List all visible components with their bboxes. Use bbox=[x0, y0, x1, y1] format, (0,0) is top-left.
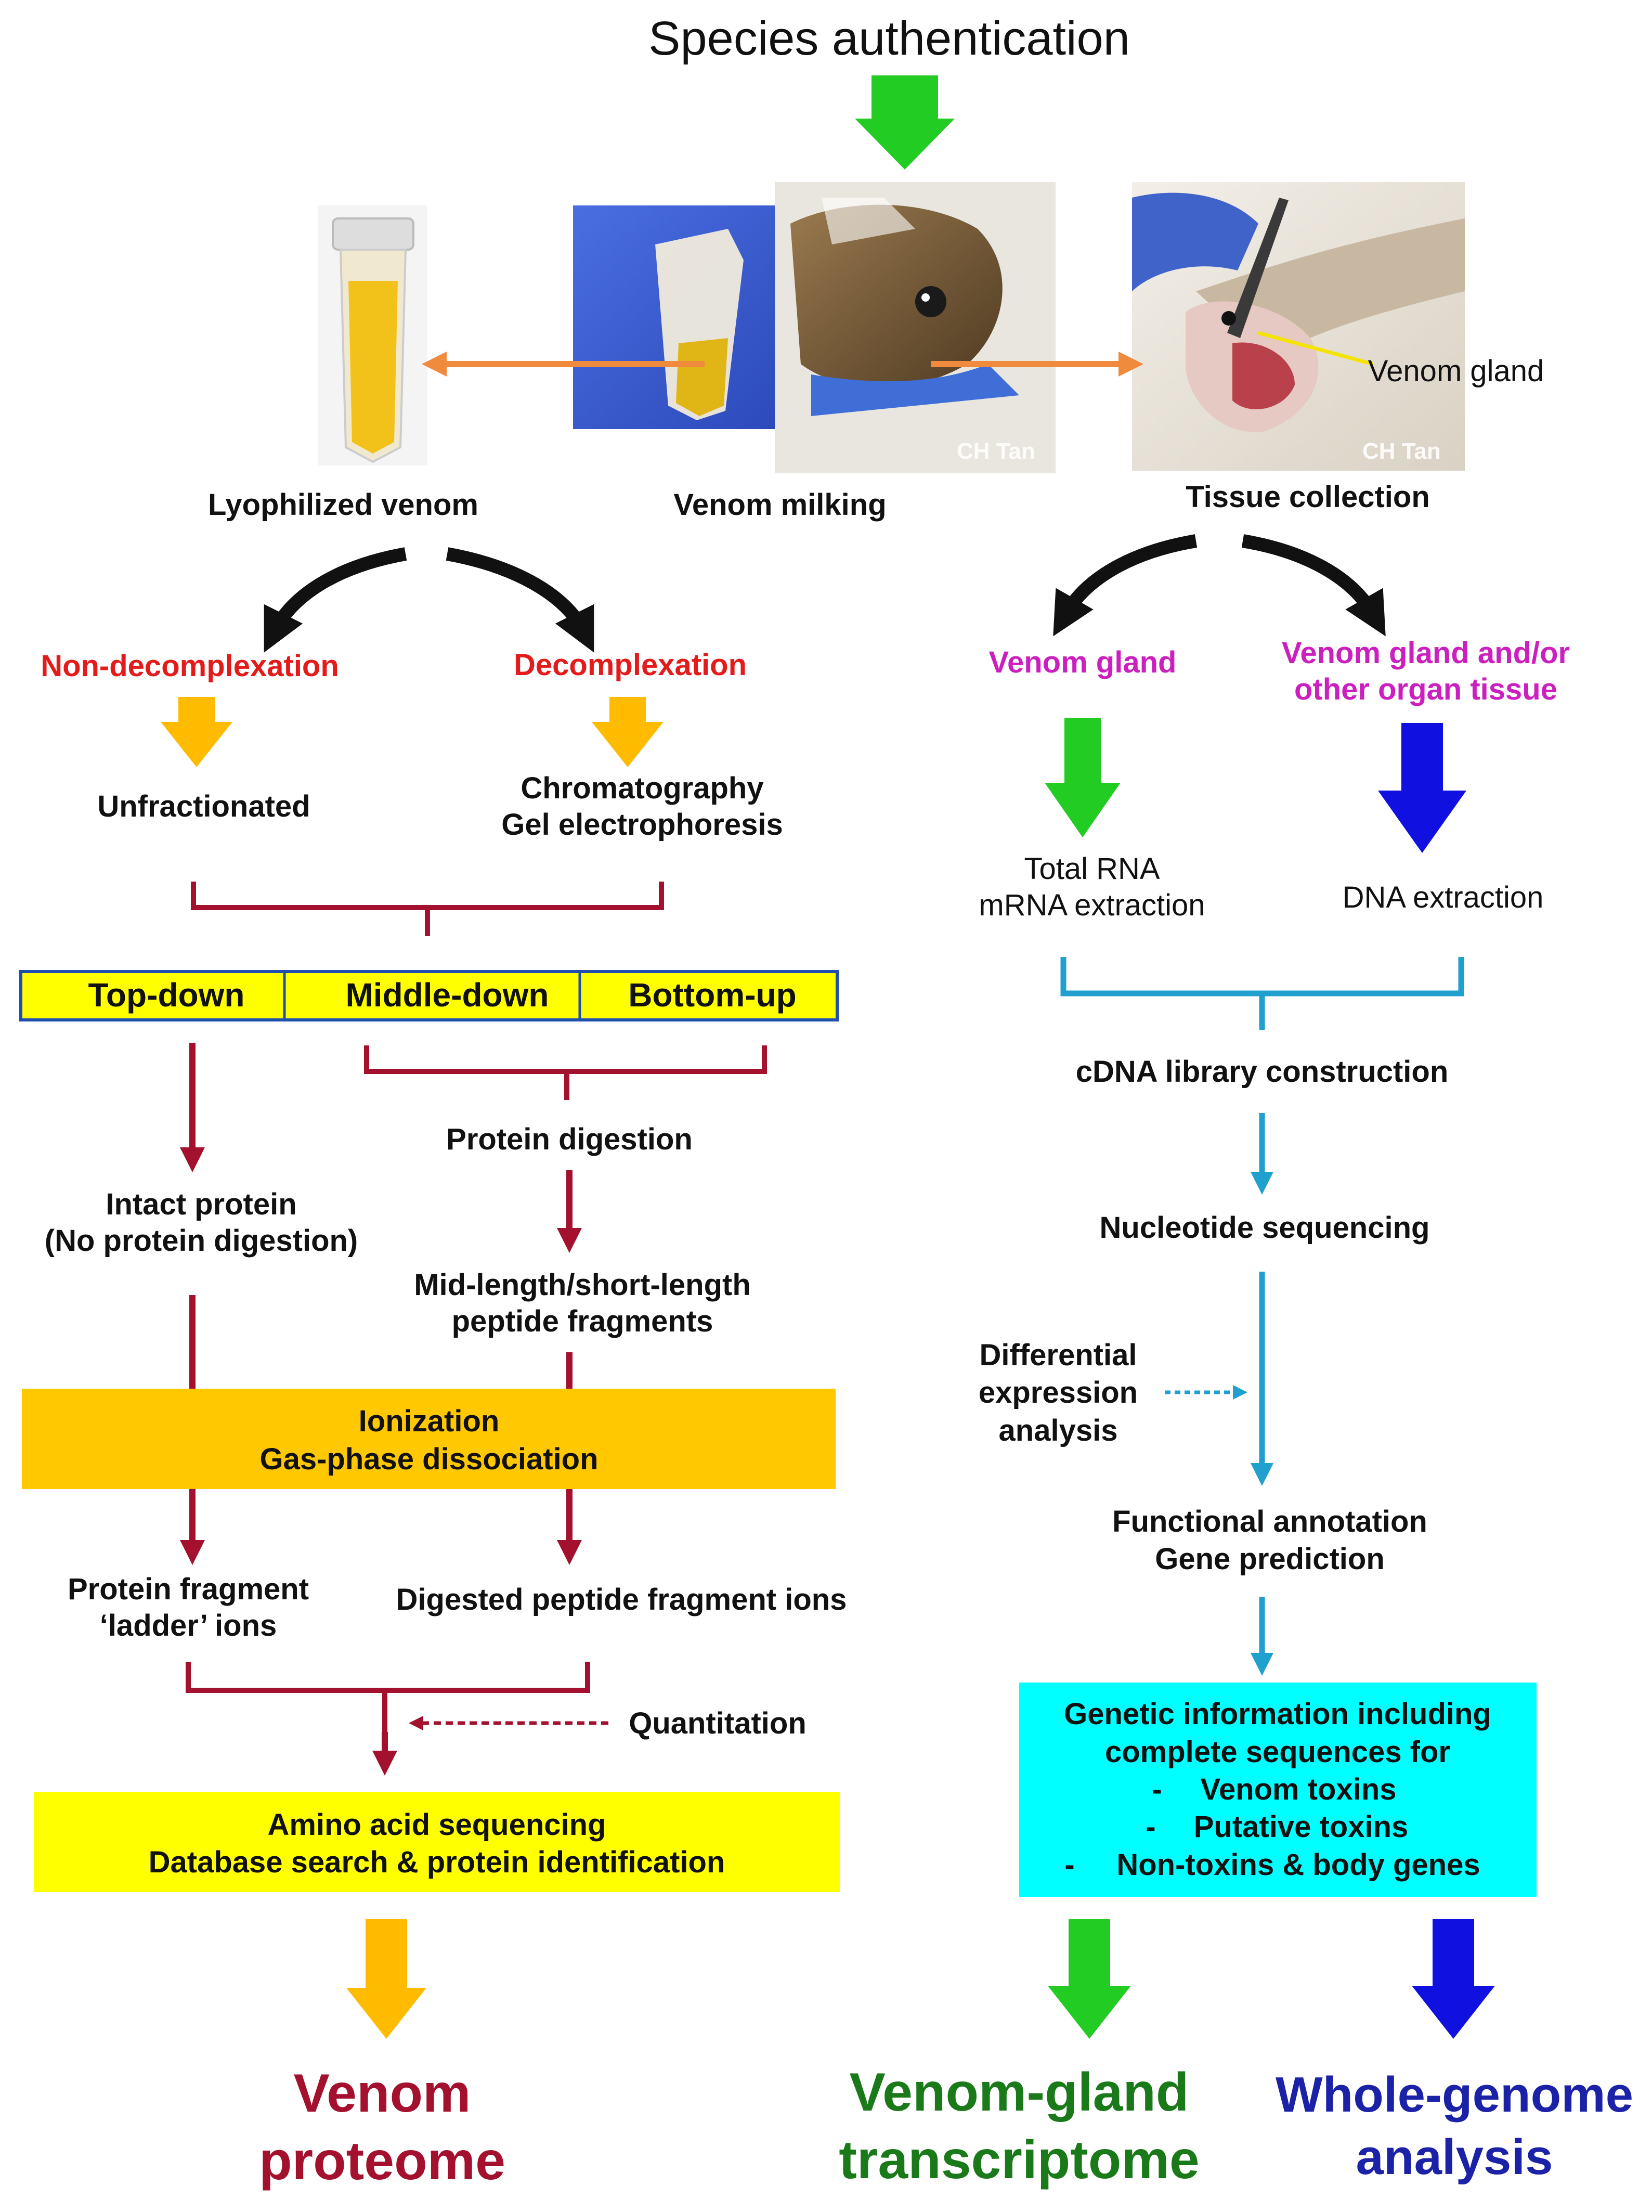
curved-arrow-venom-gland bbox=[1053, 534, 1198, 637]
green-arrow-transcriptome bbox=[1048, 1919, 1131, 2039]
no-digestion-label: (No protein digestion) bbox=[45, 1224, 358, 1258]
ionization-label: Ionization bbox=[359, 1404, 500, 1438]
genetic-info-line2: complete sequences for bbox=[1105, 1735, 1450, 1769]
protein-digestion-label: Protein digestion bbox=[446, 1122, 693, 1156]
genetic-item-bullet-1: - bbox=[1152, 1773, 1162, 1806]
watermark-dissection: CH Tan bbox=[1362, 438, 1441, 464]
functional-annotation-label: Functional annotation bbox=[1112, 1505, 1427, 1538]
ladder-ions-line2: ‘ladder’ ions bbox=[100, 1609, 277, 1642]
unfractionated-label: Unfractionated bbox=[97, 790, 310, 823]
venom-gland-pointer bbox=[1258, 331, 1373, 366]
ladder-ions-line1: Protein fragment bbox=[68, 1572, 309, 1606]
lyophilized-venom-caption: Lyophilized venom bbox=[208, 488, 478, 522]
genetic-info-line1: Genetic information including bbox=[1064, 1697, 1491, 1731]
yellow-arrow-proteome bbox=[346, 1919, 426, 2039]
venom-milking-caption: Venom milking bbox=[673, 488, 886, 522]
genetic-item-bullet-3: - bbox=[1064, 1848, 1074, 1882]
yellow-arrow-chromatography bbox=[592, 697, 664, 767]
amino-acid-box: Amino acid sequencing Database search & … bbox=[34, 1792, 840, 1892]
brace-merge-extractions bbox=[1060, 957, 1464, 1030]
differential-line3: analysis bbox=[999, 1414, 1118, 1447]
cdna-library-label: cDNA library construction bbox=[1076, 1055, 1449, 1089]
blue-arrow-genome bbox=[1412, 1919, 1495, 2039]
curved-arrow-non-decomplexation bbox=[264, 547, 407, 653]
gel-electrophoresis-label: Gel electrophoresis bbox=[501, 808, 783, 842]
approach-top-down: Top-down bbox=[88, 976, 245, 1014]
differential-line1: Differential bbox=[980, 1338, 1137, 1372]
tissue-collection-caption: Tissue collection bbox=[1186, 480, 1430, 514]
decomplexation-label: Decomplexation bbox=[514, 648, 747, 682]
nucleotide-sequencing-label: Nucleotide sequencing bbox=[1100, 1211, 1430, 1245]
quantitation-label: Quantitation bbox=[629, 1706, 807, 1740]
blue-arrow-dna bbox=[1378, 723, 1466, 853]
gland-or-tissue-line2: other organ tissue bbox=[1294, 672, 1557, 706]
venom-gland-label: Venom gland bbox=[989, 645, 1177, 679]
approach-bottom-up: Bottom-up bbox=[628, 976, 796, 1014]
gene-prediction-label: Gene prediction bbox=[1155, 1542, 1385, 1576]
curved-arrow-decomplexation bbox=[446, 547, 594, 653]
gland-or-tissue-line1: Venom gland and/or bbox=[1282, 636, 1570, 670]
venom-gland-transcriptome-line1: Venom-gland bbox=[850, 2062, 1189, 2123]
venom-gland-transcriptome-line2: transcriptome bbox=[839, 2130, 1200, 2190]
peptide-fragments-line1: Mid-length/short-length bbox=[414, 1268, 751, 1302]
dna-extraction-label: DNA extraction bbox=[1343, 881, 1544, 914]
amino-acid-sequencing-label: Amino acid sequencing bbox=[268, 1808, 606, 1842]
non-decomplexation-label: Non-decomplexation bbox=[41, 649, 339, 683]
genetic-item-putative-toxins: Putative toxins bbox=[1194, 1810, 1409, 1844]
green-arrow-rna bbox=[1045, 718, 1121, 837]
venom-milking-photo: CH Tan bbox=[573, 182, 1056, 473]
peptide-fragments-line2: peptide fragments bbox=[452, 1304, 713, 1338]
digested-ions-label: Digested peptide fragment ions bbox=[396, 1583, 847, 1616]
venom-tube-photo bbox=[318, 205, 427, 465]
database-search-label: Database search & protein identification bbox=[149, 1845, 725, 1879]
yellow-arrow-unfractionated bbox=[161, 697, 232, 767]
whole-genome-line2: analysis bbox=[1356, 2129, 1553, 2185]
chromatography-label: Chromatography bbox=[521, 771, 763, 805]
gas-phase-label: Gas-phase dissociation bbox=[259, 1442, 598, 1476]
brace-digestion bbox=[364, 1045, 767, 1100]
venom-proteome-line2: proteome bbox=[259, 2131, 505, 2191]
brace-merge-fractions bbox=[191, 882, 664, 936]
curved-arrow-organ-tissue bbox=[1241, 534, 1386, 637]
snake-dissection-photo: Venom gland CH Tan bbox=[1132, 182, 1544, 471]
differential-line2: expression bbox=[979, 1376, 1138, 1409]
watermark-milking: CH Tan bbox=[957, 438, 1035, 464]
title-green-arrow bbox=[855, 75, 955, 170]
approaches-bar: Top-down Middle-down Bottom-up bbox=[19, 970, 839, 1021]
ionization-box: Ionization Gas-phase dissociation bbox=[22, 1389, 836, 1489]
intact-protein-label: Intact protein bbox=[106, 1187, 296, 1221]
venom-gland-pointer-label: Venom gland bbox=[1368, 354, 1544, 388]
genetic-information-box: Genetic information including complete s… bbox=[1019, 1683, 1537, 1897]
mrna-extraction-label: mRNA extraction bbox=[979, 888, 1205, 922]
venom-proteome-line1: Venom bbox=[294, 2063, 471, 2124]
genetic-item-bullet-2: - bbox=[1146, 1810, 1155, 1844]
diagram-title: Species authentication bbox=[648, 12, 1130, 65]
whole-genome-line1: Whole-genome bbox=[1276, 2067, 1633, 2123]
approach-middle-down: Middle-down bbox=[345, 976, 549, 1014]
genetic-item-non-toxins: Non-toxins & body genes bbox=[1116, 1848, 1480, 1882]
total-rna-label: Total RNA bbox=[1024, 852, 1160, 886]
genetic-item-venom-toxins: Venom toxins bbox=[1200, 1773, 1396, 1806]
